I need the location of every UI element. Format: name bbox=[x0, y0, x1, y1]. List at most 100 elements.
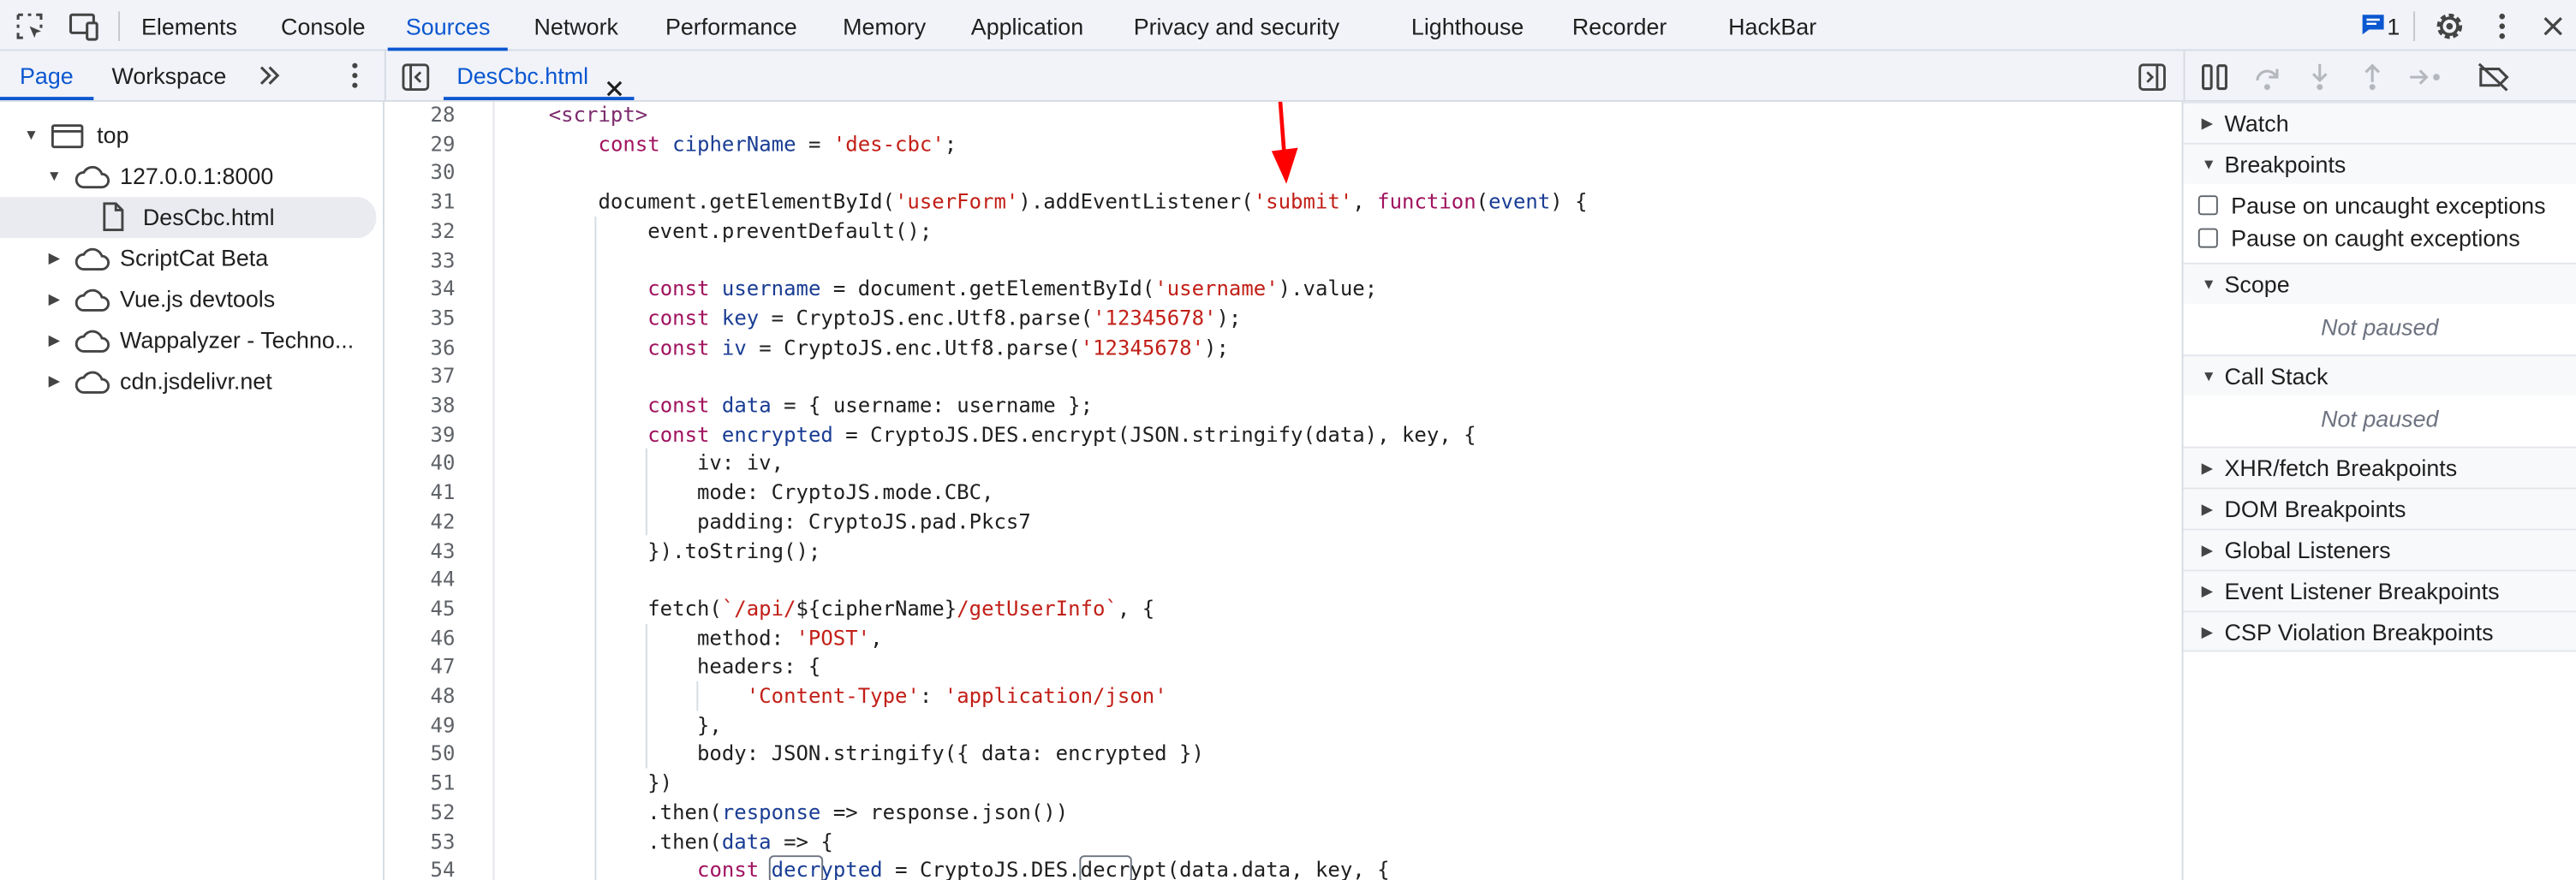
section-global-listeners[interactable]: ▶ Global Listeners bbox=[2183, 528, 2576, 570]
line-number[interactable]: 41 bbox=[430, 479, 456, 504]
pause-uncaught-checkbox[interactable] bbox=[2197, 195, 2218, 216]
code-line[interactable]: <script> bbox=[548, 101, 648, 127]
step-into-icon[interactable] bbox=[2305, 62, 2335, 100]
line-number[interactable]: 45 bbox=[430, 595, 456, 621]
line-number[interactable]: 28 bbox=[430, 101, 456, 127]
collapsed-arrow-icon[interactable]: ▶ bbox=[48, 372, 60, 389]
code-line[interactable]: padding: CryptoJS.pad.Pkcs7 bbox=[548, 508, 1031, 533]
expanded-arrow-icon[interactable]: ▼ bbox=[46, 167, 62, 184]
line-number[interactable]: 40 bbox=[430, 450, 456, 476]
code-line[interactable]: .then(data => { bbox=[548, 828, 833, 853]
section-csp-violation-breakpoints[interactable]: ▶ CSP Violation Breakpoints bbox=[2183, 610, 2576, 652]
tab-hackbar[interactable]: HackBar bbox=[1728, 13, 1817, 40]
line-number[interactable]: 38 bbox=[430, 392, 456, 418]
code-line[interactable]: const cipherName = 'des-cbc'; bbox=[598, 130, 957, 156]
more-tabs-chevron-icon[interactable] bbox=[256, 62, 283, 97]
code-line[interactable]: method: 'POST', bbox=[548, 624, 883, 650]
pause-script-icon[interactable] bbox=[2200, 62, 2230, 100]
file-tab[interactable]: DesCbc.html bbox=[443, 51, 635, 100]
line-number[interactable]: 50 bbox=[430, 740, 456, 766]
code-line[interactable]: 'Content-Type': 'application/json' bbox=[746, 682, 1167, 708]
line-number[interactable]: 35 bbox=[430, 305, 456, 330]
line-number[interactable]: 49 bbox=[430, 711, 456, 737]
section-event-listener-breakpoints[interactable]: ▶ Event Listener Breakpoints bbox=[2183, 569, 2576, 611]
tab-recorder[interactable]: Recorder bbox=[1571, 13, 1667, 40]
step-icon[interactable] bbox=[2408, 62, 2444, 100]
tree-item-descbc-file[interactable]: DesCbc.html bbox=[0, 197, 377, 239]
line-number[interactable]: 51 bbox=[430, 770, 456, 795]
tab-sources[interactable]: Sources bbox=[387, 0, 509, 51]
code-line[interactable]: const data = { username: username }; bbox=[647, 392, 1094, 418]
more-options-icon[interactable] bbox=[2489, 10, 2515, 51]
tree-item-origin[interactable]: ▼ 127.0.0.1:8000 bbox=[0, 156, 378, 197]
line-number[interactable]: 31 bbox=[430, 188, 456, 214]
section-watch[interactable]: ▶ Watch bbox=[2183, 101, 2576, 143]
inspect-element-icon[interactable] bbox=[13, 10, 45, 43]
tree-item-wappalyzer[interactable]: ▶ Wappalyzer - Techno... bbox=[0, 320, 378, 361]
deactivate-breakpoints-icon[interactable] bbox=[2476, 62, 2512, 100]
code-line[interactable]: const iv = CryptoJS.enc.Utf8.parse('1234… bbox=[647, 334, 1229, 360]
tree-item-jsdelivr[interactable]: ▶ cdn.jsdelivr.net bbox=[0, 361, 378, 402]
section-xhr-breakpoints[interactable]: ▶ XHR/fetch Breakpoints bbox=[2183, 446, 2576, 488]
navigator-menu-icon[interactable] bbox=[342, 61, 368, 98]
tab-console[interactable]: Console bbox=[281, 13, 366, 40]
line-number[interactable]: 44 bbox=[430, 567, 456, 592]
line-number[interactable]: 36 bbox=[430, 334, 456, 360]
line-number[interactable]: 30 bbox=[430, 159, 456, 185]
tab-elements[interactable]: Elements bbox=[140, 13, 237, 40]
code-line[interactable]: fetch(`/api/${cipherName}/getUserInfo`, … bbox=[548, 595, 1155, 621]
tab-lighthouse[interactable]: Lighthouse bbox=[1410, 13, 1524, 40]
line-number[interactable]: 47 bbox=[430, 653, 456, 679]
expanded-arrow-icon[interactable]: ▼ bbox=[23, 126, 39, 143]
collapsed-arrow-icon[interactable]: ▶ bbox=[48, 249, 60, 266]
tree-item-vue-devtools[interactable]: ▶ Vue.js devtools bbox=[0, 279, 378, 320]
code-line[interactable]: const username = document.getElementById… bbox=[647, 276, 1378, 301]
collapsed-arrow-icon[interactable]: ▶ bbox=[48, 290, 60, 307]
code-line[interactable]: iv: iv, bbox=[548, 450, 784, 476]
code-line[interactable]: }) bbox=[548, 770, 673, 795]
pause-caught-checkbox[interactable] bbox=[2197, 228, 2218, 248]
section-dom-breakpoints[interactable]: ▶ DOM Breakpoints bbox=[2183, 487, 2576, 529]
tree-item-scriptcat[interactable]: ▶ ScriptCat Beta bbox=[0, 238, 378, 279]
code-line[interactable]: const encrypted = CryptoJS.DES.encrypt(J… bbox=[647, 421, 1476, 447]
code-line[interactable]: }, bbox=[548, 711, 722, 737]
code-line[interactable]: const key = CryptoJS.enc.Utf8.parse('123… bbox=[647, 305, 1242, 330]
step-over-icon[interactable] bbox=[2252, 62, 2282, 100]
code-line[interactable]: }).toString(); bbox=[548, 538, 821, 562]
issues-icon[interactable] bbox=[2361, 13, 2386, 45]
code-line[interactable]: const decrypted = CryptoJS.DES.decrypt(d… bbox=[549, 855, 1390, 880]
line-number[interactable]: 52 bbox=[430, 799, 456, 824]
collapsed-arrow-icon[interactable]: ▶ bbox=[48, 331, 60, 348]
code-line[interactable]: document.getElementById('userForm').addE… bbox=[548, 188, 1588, 214]
close-tab-icon[interactable] bbox=[605, 66, 624, 116]
line-number[interactable]: 39 bbox=[430, 421, 456, 447]
code-line[interactable]: .then(response => response.json()) bbox=[548, 799, 1069, 824]
section-call-stack[interactable]: ▼ Call Stack bbox=[2183, 354, 2576, 396]
close-devtools-icon[interactable] bbox=[2540, 10, 2567, 51]
tab-privacy-security[interactable]: Privacy and security bbox=[1133, 13, 1340, 40]
tab-page[interactable]: Page bbox=[0, 51, 93, 100]
step-out-icon[interactable] bbox=[2358, 62, 2388, 100]
section-scope[interactable]: ▼ Scope bbox=[2183, 262, 2576, 304]
toggle-navigator-icon[interactable] bbox=[401, 62, 431, 100]
line-number[interactable]: 37 bbox=[430, 363, 456, 389]
line-number[interactable]: 53 bbox=[430, 828, 456, 853]
line-number[interactable]: 34 bbox=[430, 276, 456, 301]
line-number[interactable]: 42 bbox=[430, 508, 456, 533]
tab-memory[interactable]: Memory bbox=[843, 13, 927, 40]
tab-network[interactable]: Network bbox=[534, 13, 619, 40]
code-line[interactable]: body: JSON.stringify({ data: encrypted }… bbox=[548, 740, 1204, 766]
line-number[interactable]: 48 bbox=[430, 682, 456, 708]
tab-workspace[interactable]: Workspace bbox=[111, 62, 227, 89]
line-number[interactable]: 33 bbox=[430, 247, 456, 272]
line-number[interactable]: 54 bbox=[430, 857, 456, 880]
toggle-debugger-sidebar-icon[interactable] bbox=[2138, 62, 2168, 100]
line-number[interactable]: 46 bbox=[430, 624, 456, 650]
code-line[interactable]: mode: CryptoJS.mode.CBC, bbox=[548, 479, 994, 504]
tab-application[interactable]: Application bbox=[970, 13, 1084, 40]
tree-item-top[interactable]: ▼ top bbox=[0, 115, 378, 156]
line-number[interactable]: 32 bbox=[430, 217, 456, 243]
code-line[interactable]: headers: { bbox=[548, 653, 821, 679]
